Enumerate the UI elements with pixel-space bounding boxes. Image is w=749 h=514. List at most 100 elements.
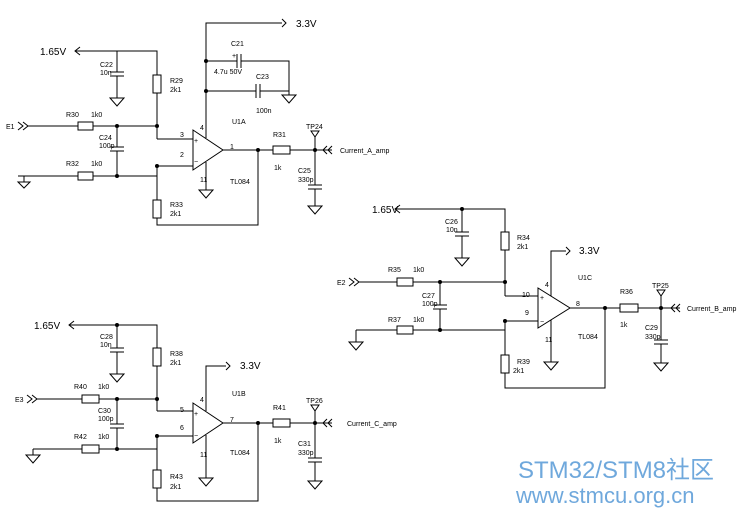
c29-value: 330p [645,334,661,341]
power-label-1v65: 1.65V [40,47,66,58]
power-label-3v3-b: 3.3V [240,361,261,372]
r39-value: 2k1 [513,368,524,375]
c26-ref: C26 [445,219,458,226]
c30-ref: C30 [98,408,111,415]
resistor-r38 [152,347,162,367]
output-a: Current_A_amp [340,148,390,155]
c23-ref: C23 [256,74,269,81]
c23-value: 100n [256,108,272,115]
resistor-r35 [396,277,414,287]
r38-ref: R38 [170,351,183,358]
input-e1: E1 [6,124,15,131]
r33-value: 2k1 [170,211,181,218]
r43-ref: R43 [170,474,183,481]
svg-text:+: + [540,295,544,302]
c28-value: 10n [100,342,112,349]
u1a-pin-plus: 3 [180,132,184,139]
resistor-r37 [396,325,414,335]
c30-value: 100p [98,416,114,423]
u1a-ref: U1A [232,119,246,126]
u1b-pin-gnd: 11 [200,452,207,459]
u1c-pin-out: 8 [576,301,580,308]
power-label-1v65-c: 1.65V [372,205,398,216]
r30-ref: R30 [66,112,79,119]
tp24-label: TP24 [306,124,323,131]
c21-polarity: + [232,53,236,60]
r29-ref: R29 [170,78,183,85]
r39-ref: R39 [517,359,530,366]
resistor-r34 [500,231,510,251]
u1a-part: TL084 [230,179,250,186]
c24-value: 100p [99,143,115,150]
r41-ref: R41 [273,405,286,412]
svg-text:−: − [194,433,198,440]
output-c: Current_C_amp [347,421,397,428]
u1a-pin-gnd: 11 [200,177,207,184]
c27-ref: C27 [422,293,435,300]
r37-value: 1k0 [413,317,424,324]
u1b-pin-plus: 5 [180,407,184,414]
c28-ref: C28 [100,334,113,341]
r32-ref: R32 [66,161,79,168]
u1b-pin-vcc: 4 [200,397,204,404]
resistor-r36 [619,303,639,313]
r32-value: 1k0 [91,161,102,168]
c21-ref: C21 [231,41,244,48]
opamp-u1b [192,402,224,444]
tp26-label: TP26 [306,398,323,405]
u1b-pin-out: 7 [230,417,234,424]
u1c-part: TL084 [578,334,598,341]
r36-ref: R36 [620,289,633,296]
input-e3: E3 [15,397,24,404]
u1c-pin-minus: 9 [525,310,529,317]
tp25-label: TP25 [652,283,669,290]
r34-ref: R34 [517,235,530,242]
r31-ref: R31 [273,132,286,139]
resistor-r39 [500,354,510,374]
c21-value: 4.7u 50V [214,69,242,76]
resistor-r42 [81,444,100,454]
opamp-u1a [192,129,224,171]
resistor-r33 [152,199,162,219]
r30-value: 1k0 [91,112,102,119]
u1a-pin-out: 1 [230,144,234,151]
c31-value: 330p [298,450,314,457]
watermark-line2: www.stmcu.org.cn [515,483,695,508]
u1c-pin-plus: 10 [522,292,530,299]
power-label-3v3-c: 3.3V [579,246,600,257]
svg-text:−: − [540,319,544,326]
svg-text:+: + [194,138,198,145]
c22-value: 10n [100,70,112,77]
watermark-line1: STM32/STM8社区 [518,457,714,484]
c26-value: 10n [446,227,458,234]
r37-ref: R37 [388,317,401,324]
r36-value: 1k [620,322,628,329]
svg-text:+: + [194,411,198,418]
power-label-1v65-b: 1.65V [34,321,60,332]
output-b: Current_B_amp [687,306,737,313]
c27-value: 100p [422,301,438,308]
r38-value: 2k1 [170,360,181,367]
resistor-r31 [272,145,291,155]
stage-u1c: 1.65V C26 10n R34 2k1 E2 R35 1k0 C27 100… [337,204,737,389]
r31-value: 1k [274,165,282,172]
resistor-r29 [152,74,162,94]
r41-value: 1k [274,438,282,445]
u1a-pin-minus: 2 [180,152,184,159]
r43-value: 2k1 [170,484,181,491]
u1c-pin-gnd: 11 [545,337,552,344]
r35-ref: R35 [388,267,401,274]
c24-ref: C24 [99,135,112,142]
c29-ref: C29 [645,325,658,332]
r42-value: 1k0 [98,434,109,441]
stage-u1a: 1.65V C22 10n R29 2k1 E1 R30 1k0 C24 100… [6,18,390,226]
r40-value: 1k0 [98,384,109,391]
input-e2: E2 [337,280,346,287]
opamp-u1c [537,287,571,329]
power-label-3v3-top: 3.3V [296,19,317,30]
resistor-r43 [152,469,162,489]
r34-value: 2k1 [517,244,528,251]
u1c-pin-vcc: 4 [545,282,549,289]
svg-text:−: − [194,159,198,166]
